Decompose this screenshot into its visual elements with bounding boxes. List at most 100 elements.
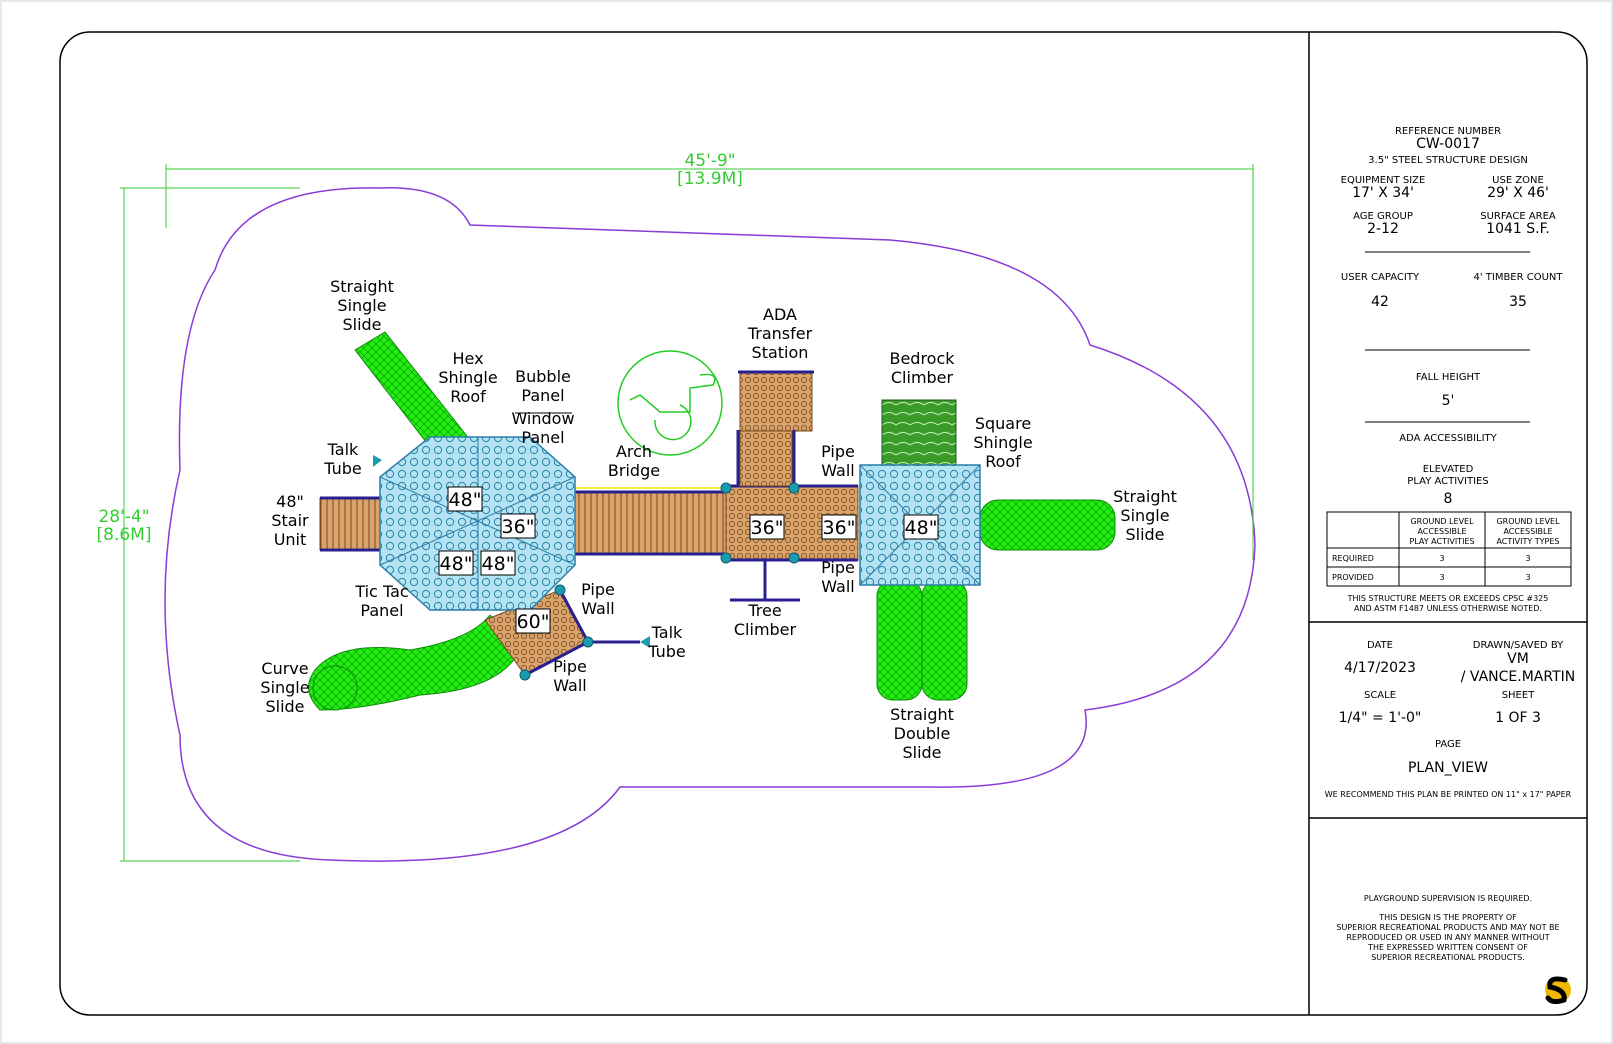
ada-transfer-station: [736, 370, 814, 487]
timber-count-label: 4' TIMBER COUNT: [1473, 272, 1563, 283]
label-pipe-wall-top: Pipe: [821, 442, 855, 461]
label-arch-bridge: Arch: [616, 442, 652, 461]
compliance-note: THIS STRUCTURE MEETS OR EXCEEDS CPSC #32…: [1347, 594, 1549, 603]
supervision-note: PLAYGROUND SUPERVISION IS REQUIRED.: [1364, 894, 1532, 903]
label-square-roof: Roof: [985, 452, 1021, 471]
width-ft: 45'-9": [684, 151, 735, 171]
label-tree-climber: Climber: [734, 620, 797, 639]
deck-height-hex-bottom-right: 48": [482, 553, 515, 575]
property-note: THIS DESIGN IS THE PROPERTY OF: [1378, 913, 1517, 922]
label-pipe-wall-bottom: Wall: [553, 676, 587, 695]
reference-label: REFERENCE NUMBER: [1395, 126, 1501, 137]
table-header-play-activities: ACCESSIBLE: [1417, 527, 1466, 536]
label-stair-unit: Unit: [274, 530, 307, 549]
component-labels: StraightSingleSlideHexShingleRoofBubbleP…: [260, 277, 1177, 762]
property-note: REPRODUCED OR USED IN ANY MANNER WITHOUT: [1346, 933, 1549, 942]
age-group-label: AGE GROUP: [1353, 211, 1413, 222]
drawn-initials: VM: [1507, 651, 1529, 667]
arch-bridge: [565, 487, 727, 556]
page-label: PAGE: [1435, 739, 1461, 750]
deck-height-hex-bottom-left: 48": [440, 553, 473, 575]
date-value: 4/17/2023: [1344, 660, 1416, 676]
curve-single-slide: [308, 614, 521, 711]
label-curve-slide: Curve: [261, 659, 308, 678]
deck-height-box: [500, 513, 536, 539]
table-row-value: 3: [1525, 554, 1530, 563]
compliance-note-2: AND ASTM F1487 UNLESS OTHERWISE NOTED.: [1354, 604, 1542, 613]
property-note: THE EXPRESSED WRITTEN CONSENT OF: [1367, 943, 1528, 952]
property-note: SUPERIOR RECREATIONAL PRODUCTS.: [1371, 953, 1525, 962]
deck-height-labels: 48"36"48"48"60"36"36"48": [438, 486, 939, 634]
deck-height-bridge-deck-1: 36": [751, 517, 784, 539]
label-pipe-wall-right: Pipe: [581, 580, 615, 599]
label-stair-unit: Stair: [271, 511, 309, 530]
hex-shingle-roof: [379, 436, 576, 611]
stair-unit: [319, 496, 381, 552]
label-hex-roof: Hex: [452, 349, 483, 368]
label-tic-tac-panel: Panel: [360, 601, 403, 620]
elevated-value: 8: [1444, 491, 1453, 507]
table-row-value: 3: [1439, 573, 1444, 582]
timber-count: 35: [1509, 294, 1527, 310]
label-bubble-panel: Bubble: [515, 367, 571, 386]
user-capacity: 42: [1371, 294, 1389, 310]
label-straight-single-slide-right: Single: [1120, 506, 1169, 525]
property-note: SUPERIOR RECREATIONAL PRODUCTS AND MAY N…: [1336, 923, 1559, 932]
straight-double-slide: [876, 579, 968, 701]
posts: [519, 482, 800, 681]
page-value: PLAN_VIEW: [1408, 760, 1488, 776]
deck-height-box: [903, 514, 939, 540]
label-tic-tac-panel: Tic Tac: [354, 582, 408, 601]
height-m: [8.6M]: [97, 525, 152, 545]
deck-height-box: [447, 486, 483, 512]
label-talk-tube-bottom: Tube: [647, 642, 685, 661]
label-bedrock-climber: Bedrock: [889, 349, 955, 368]
drawn-label: DRAWN/SAVED BY: [1473, 640, 1564, 651]
label-ada-transfer: Station: [752, 343, 809, 362]
label-pipe-wall-mid: Pipe: [821, 558, 855, 577]
elevated-label: ELEVATED: [1423, 464, 1474, 475]
label-straight-double-slide: Straight: [890, 705, 954, 724]
bedrock-climber: [881, 399, 957, 469]
label-curve-slide: Slide: [265, 697, 304, 716]
label-square-roof: Square: [975, 414, 1031, 433]
drawn-name: / VANCE.MARTIN: [1461, 669, 1576, 685]
label-pipe-wall-right: Wall: [581, 599, 615, 618]
label-arch-bridge: Bridge: [608, 461, 660, 480]
print-note: WE RECOMMEND THIS PLAN BE PRINTED ON 11"…: [1325, 790, 1572, 799]
sheet-label: SHEET: [1502, 690, 1536, 701]
use-zone: 29' X 46': [1487, 185, 1549, 201]
reference-number: CW-0017: [1416, 136, 1480, 152]
table-row-label: REQUIRED: [1332, 554, 1374, 563]
user-capacity-label: USER CAPACITY: [1341, 272, 1420, 283]
table-row-value: 3: [1439, 554, 1444, 563]
label-bubble-panel: Panel: [521, 386, 564, 405]
age-group: 2-12: [1367, 221, 1399, 237]
height-ft: 28'-4": [98, 507, 149, 527]
label-curve-slide: Single: [260, 678, 309, 697]
scale-label: SCALE: [1364, 690, 1396, 701]
table-header-play-activities: GROUND LEVEL: [1410, 517, 1474, 526]
deck-height-hex-center: 36": [502, 516, 535, 538]
label-talk-tube-left: Talk: [327, 440, 359, 459]
label-hex-roof: Roof: [450, 387, 486, 406]
deck-height-square-deck: 48": [905, 517, 938, 539]
straight-single-slide-right: [979, 499, 1116, 551]
height-dimension: [120, 187, 300, 862]
equipment-size: 17' X 34': [1352, 185, 1414, 201]
fall-height: 5': [1442, 393, 1455, 409]
label-hex-roof: Shingle: [438, 368, 497, 387]
deck-height-box: [438, 550, 474, 576]
label-straight-double-slide: Double: [894, 724, 951, 743]
table-header-activity-types: ACCESSIBLE: [1503, 527, 1552, 536]
elevated-label-2: PLAY ACTIVITIES: [1407, 476, 1488, 487]
label-straight-single-slide-top: Straight: [330, 277, 394, 296]
deck-height-lower-deck: 60": [517, 611, 550, 633]
label-straight-single-slide-top: Single: [337, 296, 386, 315]
ada-label: ADA ACCESSIBILITY: [1399, 433, 1497, 444]
label-talk-tube-left: Tube: [323, 459, 361, 478]
use-zone-outline: [164, 187, 1256, 862]
label-window-panel: Window: [511, 409, 574, 428]
